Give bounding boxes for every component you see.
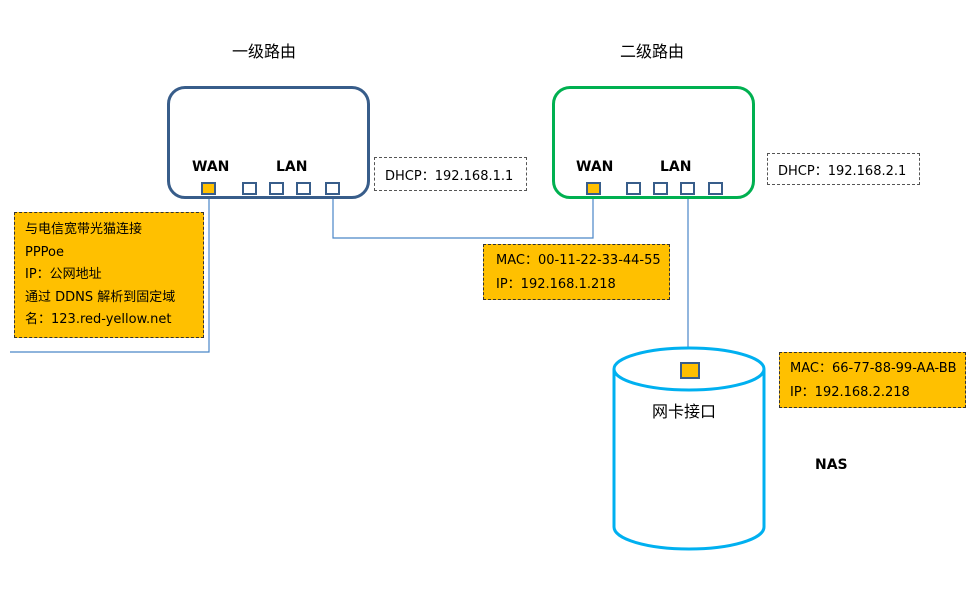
nas-info-box: MAC：66-77-88-99-AA-BB IP：192.168.2.218	[779, 352, 966, 408]
router2-lan-port-1	[626, 182, 641, 195]
isp-info-line: 名：123.red-yellow.net	[25, 312, 172, 327]
router2-lan-label: LAN	[660, 159, 692, 175]
router1-lan-label: LAN	[276, 159, 308, 175]
router2-box	[552, 86, 755, 199]
router1-lan-port-4	[325, 182, 340, 195]
router1-wan-label: WAN	[192, 159, 230, 175]
router2-lan-port-3	[680, 182, 695, 195]
isp-info-line: 通过 DDNS 解析到固定域	[25, 289, 176, 305]
router1-lan-port-1	[242, 182, 257, 195]
router2-wan-mac: MAC：00-11-22-33-44-55	[496, 253, 661, 268]
router2-wan-ip: IP：192.168.1.218	[496, 277, 616, 292]
router1-wan-port	[201, 182, 216, 195]
router1-box	[167, 86, 370, 199]
router2-wan-port	[586, 182, 601, 195]
router1-lan-port-3	[296, 182, 311, 195]
router1-title: 一级路由	[232, 42, 297, 61]
isp-info-line: PPPoe	[25, 244, 65, 260]
nas-mac: MAC：66-77-88-99-AA-BB	[790, 361, 957, 376]
router1-dhcp-box: DHCP：192.168.1.1	[374, 157, 527, 191]
router2-lan-port-4	[708, 182, 723, 195]
router2-wan-label: WAN	[576, 159, 614, 175]
isp-info-line: 与电信宽带光猫连接	[25, 222, 143, 237]
router2-wan-info-box: MAC：00-11-22-33-44-55 IP：192.168.1.218	[483, 244, 670, 300]
nas-port-label: 网卡接口	[652, 402, 717, 421]
router2-dhcp-text: DHCP：192.168.2.1	[778, 163, 907, 179]
wire-router1-wan	[10, 197, 210, 353]
wire-router1-lan-to-router2-wan	[332, 197, 594, 239]
nas-ip: IP：192.168.2.218	[790, 385, 910, 400]
router2-title: 二级路由	[620, 42, 685, 61]
isp-info-line: IP：公网地址	[25, 267, 102, 282]
nas-cylinder	[612, 346, 766, 551]
isp-info-box: 与电信宽带光猫连接 PPPoe IP：公网地址 通过 DDNS 解析到固定域 名…	[14, 212, 204, 338]
nas-name: NAS	[815, 457, 848, 473]
router2-dhcp-box: DHCP：192.168.2.1	[767, 153, 920, 185]
router2-lan-port-2	[653, 182, 668, 195]
router1-dhcp-text: DHCP：192.168.1.1	[385, 168, 514, 184]
nas-network-port	[680, 362, 700, 379]
router1-lan-port-2	[269, 182, 284, 195]
